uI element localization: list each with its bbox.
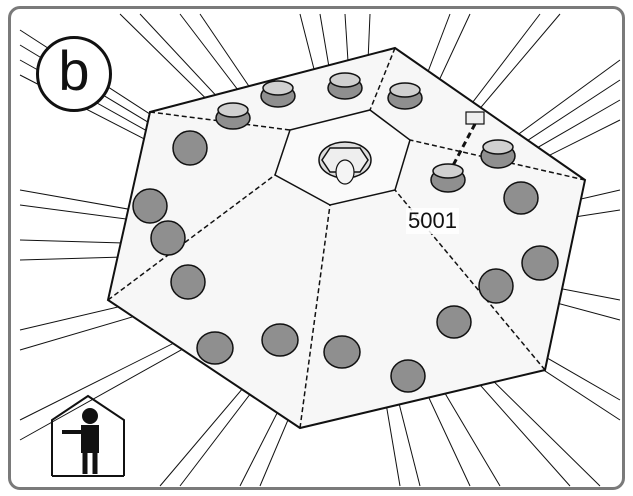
bumper — [327, 72, 363, 100]
bumper — [170, 264, 206, 300]
bumper — [521, 245, 559, 281]
bumper — [150, 220, 186, 256]
bumper — [478, 268, 514, 304]
bumper — [390, 359, 426, 393]
bumper — [172, 130, 208, 166]
bumper — [261, 323, 299, 357]
bumper — [387, 82, 423, 110]
bumper — [503, 181, 539, 215]
part-number-label: 5001 — [406, 208, 459, 234]
center-bolt — [318, 141, 372, 185]
bumper — [436, 305, 472, 339]
step-label: b — [36, 36, 112, 112]
bumper — [260, 80, 296, 108]
bumper — [132, 188, 168, 224]
bumper — [196, 331, 234, 365]
bumper — [480, 139, 516, 169]
bumper — [323, 335, 361, 369]
bumpers — [132, 72, 559, 393]
bumper — [430, 163, 466, 193]
one-person-indoor-icon — [51, 394, 125, 477]
bumper — [215, 102, 251, 130]
